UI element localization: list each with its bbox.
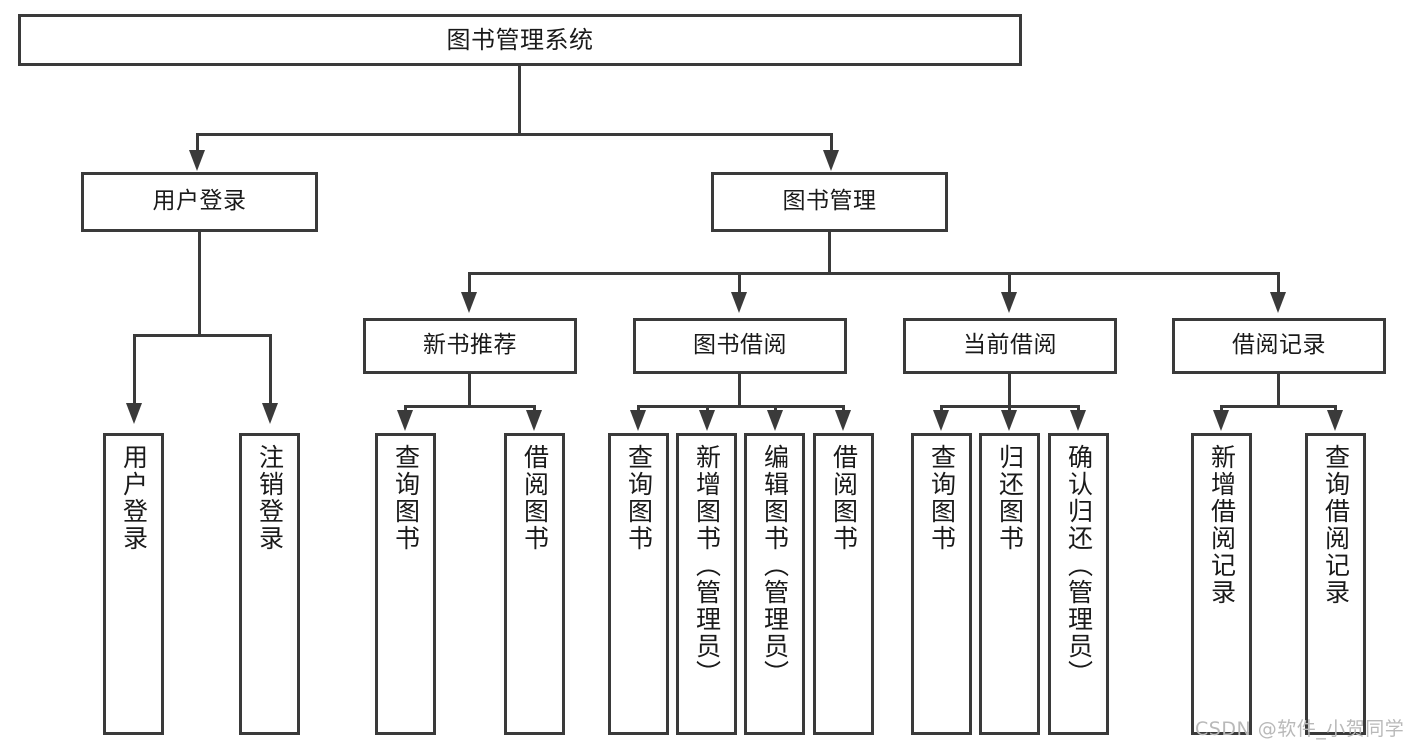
leaf-label: 归还图书: [995, 444, 1025, 552]
arrowhead-leaf-borrow-book-1: [526, 410, 542, 431]
arrowhead-new-book-rec: [461, 292, 477, 313]
edge-drop-new-book-rec: [468, 272, 471, 294]
edge-new-book-rec-bus: [404, 405, 536, 408]
leaf-label: 新增图书（管理员）: [692, 444, 722, 687]
leaf-label: 查询图书: [624, 444, 654, 552]
edge-drop-borrow-record: [1277, 272, 1280, 294]
node-label: 用户登录: [152, 188, 247, 215]
edge-borrow-record-bus: [1220, 405, 1337, 408]
edge-user-login-bus: [133, 334, 272, 337]
leaf-label: 注销登录: [255, 444, 285, 552]
leaf-query-book-2[interactable]: 查询图书: [608, 433, 669, 735]
leaf-label: 新增借阅记录: [1207, 444, 1237, 606]
arrowhead-leaf-return-book: [1001, 410, 1017, 431]
leaf-user-login[interactable]: 用户登录: [103, 433, 164, 735]
node-label: 图书借阅: [693, 332, 787, 359]
leaf-add-book[interactable]: 新增图书（管理员）: [676, 433, 737, 735]
arrowhead-leaf-confirm-return: [1070, 410, 1086, 431]
arrowhead-leaf-query-book-3: [933, 410, 949, 431]
arrowhead-book-manage: [823, 150, 839, 171]
edge-borrow-record-stem: [1277, 374, 1280, 407]
node-label: 图书管理: [782, 188, 877, 215]
leaf-label: 查询借阅记录: [1321, 444, 1351, 606]
edge-new-book-rec-stem: [468, 374, 471, 407]
leaf-query-book-1[interactable]: 查询图书: [375, 433, 436, 735]
edge-level2-bus: [196, 133, 833, 136]
leaf-label: 查询图书: [927, 444, 957, 552]
arrowhead-leaf-logout: [262, 403, 278, 424]
leaf-label: 确认归还（管理员）: [1064, 444, 1094, 687]
arrowhead-book-borrow: [731, 292, 747, 313]
leaf-edit-book[interactable]: 编辑图书（管理员）: [744, 433, 805, 735]
node-label: 借阅记录: [1232, 332, 1326, 359]
arrowhead-leaf-user-login: [126, 403, 142, 424]
node-user-login[interactable]: 用户登录: [81, 172, 318, 232]
edge-drop-leaf-logout: [269, 334, 272, 406]
node-label: 当前借阅: [963, 332, 1057, 359]
leaf-add-record[interactable]: 新增借阅记录: [1191, 433, 1252, 735]
arrowhead-leaf-borrow-book-2: [835, 410, 851, 431]
node-current-borrow[interactable]: 当前借阅: [903, 318, 1117, 374]
leaf-label: 查询图书: [391, 444, 421, 552]
arrowhead-leaf-query-book-1: [397, 410, 413, 431]
leaf-label: 借阅图书: [829, 444, 859, 552]
edge-drop-book-borrow: [738, 272, 741, 294]
leaf-label: 用户登录: [119, 444, 149, 552]
node-book-manage[interactable]: 图书管理: [711, 172, 948, 232]
leaf-return-book[interactable]: 归还图书: [979, 433, 1040, 735]
node-new-book-rec[interactable]: 新书推荐: [363, 318, 577, 374]
leaf-query-book-3[interactable]: 查询图书: [911, 433, 972, 735]
csdn-watermark: CSDN @软件_小贺同学: [1195, 718, 1405, 740]
edge-root-stem: [518, 66, 521, 133]
edge-drop-current-borrow: [1008, 272, 1011, 294]
edge-book-manage-stem: [828, 232, 831, 274]
edge-level3-bus: [468, 272, 1280, 275]
node-book-borrow[interactable]: 图书借阅: [633, 318, 847, 374]
leaf-confirm-return[interactable]: 确认归还（管理员）: [1048, 433, 1109, 735]
leaf-label: 编辑图书（管理员）: [760, 444, 790, 687]
node-label: 新书推荐: [423, 332, 517, 359]
arrowhead-leaf-query-book-2: [630, 410, 646, 431]
arrowhead-leaf-add-record: [1213, 410, 1229, 431]
node-borrow-record[interactable]: 借阅记录: [1172, 318, 1386, 374]
arrowhead-borrow-record: [1270, 292, 1286, 313]
edge-book-borrow-stem: [738, 374, 741, 407]
arrowhead-leaf-edit-book: [767, 410, 783, 431]
edge-drop-leaf-user-login: [133, 334, 136, 406]
leaf-logout[interactable]: 注销登录: [239, 433, 300, 735]
node-label: 图书管理系统: [446, 25, 594, 54]
edge-drop-book-manage: [830, 133, 833, 155]
edge-current-borrow-stem: [1008, 374, 1011, 407]
leaf-borrow-book-2[interactable]: 借阅图书: [813, 433, 874, 735]
leaf-query-record[interactable]: 查询借阅记录: [1305, 433, 1366, 735]
node-root-system[interactable]: 图书管理系统: [18, 14, 1022, 66]
arrowhead-user-login: [189, 150, 205, 171]
edge-drop-user-login: [196, 133, 199, 155]
edge-book-borrow-bus: [637, 405, 845, 408]
edge-user-login-stem: [198, 232, 201, 336]
arrowhead-leaf-add-book: [699, 410, 715, 431]
arrowhead-leaf-query-record: [1327, 410, 1343, 431]
leaf-label: 借阅图书: [520, 444, 550, 552]
arrowhead-current-borrow: [1001, 292, 1017, 313]
leaf-borrow-book-1[interactable]: 借阅图书: [504, 433, 565, 735]
